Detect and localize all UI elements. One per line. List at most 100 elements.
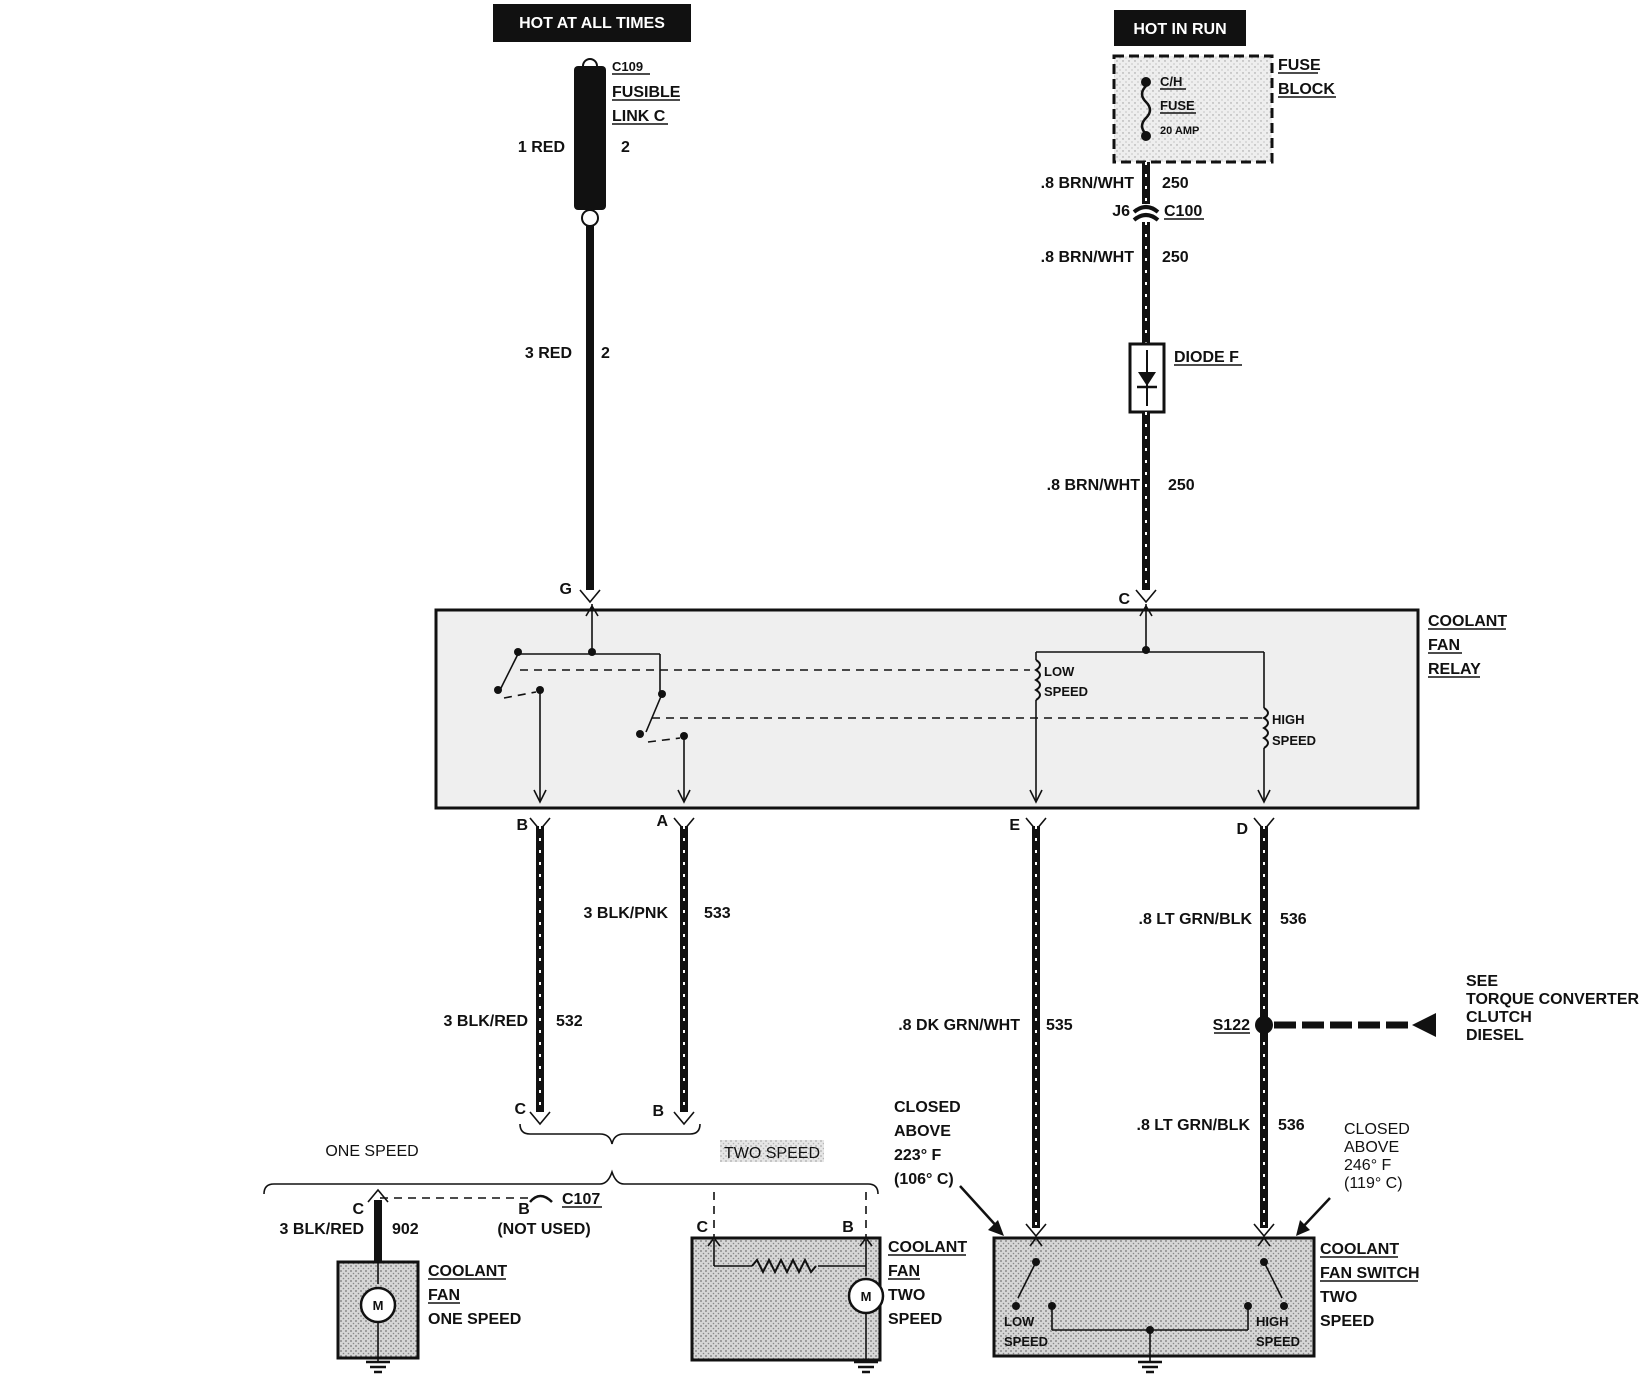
switch-low-1: LOW [1004, 1314, 1035, 1329]
relay-pin-e: E [1009, 817, 1020, 834]
diode-icon [1138, 372, 1156, 386]
relay-pin-a: A [656, 813, 668, 830]
wire-circuit-532: 3 BLK/RED 532 C [444, 826, 583, 1126]
one-speed-pin-c: C [352, 1201, 364, 1218]
wire-2-size: 3 RED [525, 345, 572, 362]
two-speed-pin-c: C [696, 1219, 708, 1236]
relay-a-pin-b: B [652, 1103, 664, 1120]
resistor-icon [751, 1257, 817, 1275]
wire-533-size: 3 BLK/PNK [584, 905, 669, 922]
hot-at-all-times-label: HOT AT ALL TIMES [519, 15, 665, 32]
one-speed-fan-label-1: COOLANT [428, 1263, 507, 1280]
two-speed-label: TWO SPEED [724, 1145, 820, 1162]
two-speed-motor-label: M [861, 1289, 872, 1304]
motor-label: M [373, 1298, 384, 1313]
two-speed-fan-label-1: COOLANT [888, 1239, 967, 1256]
relay-label-3: RELAY [1428, 661, 1481, 678]
hot-in-run-banner: HOT IN RUN [1114, 10, 1246, 46]
wire-circuit-533: 3 BLK/PNK 533 B [584, 826, 731, 1126]
fan-switch-label-2: FAN SWITCH [1320, 1265, 1420, 1282]
fusible-link-c: C109 FUSIBLE LINK C 1 RED 2 [518, 58, 681, 227]
switch-low-2: SPEED [1004, 1334, 1048, 1349]
high-speed-coil-icon [1262, 707, 1269, 749]
fuse-name-1: C/H [1160, 74, 1182, 89]
splice-s122-label: S122 [1213, 1017, 1250, 1034]
switch-high-2: SPEED [1256, 1334, 1300, 1349]
hot-at-all-times-banner: HOT AT ALL TIMES [493, 4, 691, 42]
wire-536-size-1: .8 LT GRN/BLK [1139, 911, 1253, 928]
see-reference: SEE TORQUE CONVERTER CLUTCH DIESEL [1466, 973, 1640, 1044]
fusible-link-wire-size: 1 RED [518, 139, 565, 156]
wire-533-circuit: 533 [704, 905, 731, 922]
not-used-label: (NOT USED) [497, 1221, 590, 1238]
fusible-link-connector: C109 [612, 59, 643, 74]
fan-switch-label-1: COOLANT [1320, 1241, 1399, 1258]
fusible-link-body [574, 66, 606, 210]
closed-low-4: (106° C) [894, 1171, 954, 1188]
fusible-link-wire-circuit: 2 [621, 139, 630, 156]
see-ref-1: SEE [1466, 973, 1498, 990]
coolant-fan-one-speed: C B C107 (NOT USED) 3 BLK/RED 902 M COOL… [280, 1188, 602, 1374]
one-speed-label: ONE SPEED [325, 1143, 418, 1160]
relay-label-1: COOLANT [1428, 613, 1507, 630]
wire-536-size-2: .8 LT GRN/BLK [1137, 1117, 1251, 1134]
wire-circuit-2: 3 RED 2 [525, 226, 610, 604]
fuse-element-icon [1140, 85, 1152, 135]
diode-label: DIODE F [1174, 349, 1239, 366]
fusible-link-label-2: LINK C [612, 108, 666, 125]
wire-circuit-536: .8 LT GRN/BLK 536 .8 LT GRN/BLK 536 S122 [1137, 826, 1436, 1238]
wire-circuit-250: .8 BRN/WHT 250 J6 C100 .8 BRN/WHT 250 DI… [1041, 162, 1242, 604]
relay-low-label-1: LOW [1044, 664, 1075, 679]
fuse-block: C/H FUSE 20 AMP FUSE BLOCK [1112, 54, 1336, 164]
wire-536-circuit-2: 536 [1278, 1117, 1305, 1134]
coolant-fan-relay: G C LOW SPEED [434, 581, 1507, 810]
fan-switch-label-4: SPEED [1320, 1313, 1374, 1330]
relay-label-2: FAN [1428, 637, 1460, 654]
diode-f: DIODE F [1128, 342, 1242, 414]
arrow-icon [1296, 1220, 1310, 1236]
wire-250-1-circuit: 250 [1162, 175, 1189, 192]
variant-brackets: ONE SPEED TWO SPEED [263, 1123, 879, 1195]
connector-c100-icon [1132, 205, 1160, 214]
relay-high-label-1: HIGH [1272, 712, 1305, 727]
closed-low-3: 223° F [894, 1147, 942, 1164]
wire-902-circuit: 902 [392, 1221, 419, 1238]
two-speed-fan-label-2: FAN [888, 1263, 920, 1280]
two-speed-pin-b: B [842, 1219, 854, 1236]
one-speed-fan-label-2: FAN [428, 1287, 460, 1304]
wire-2-circuit: 2 [601, 345, 610, 362]
ground-icon [1138, 1360, 1162, 1374]
relay-pin-b: B [516, 817, 528, 834]
wire-250-2-circuit: 250 [1162, 249, 1189, 266]
ground-icon [366, 1360, 390, 1374]
see-reference-arrow-icon [1412, 1013, 1436, 1037]
wire-535-size: .8 DK GRN/WHT [898, 1017, 1020, 1034]
fuse-block-label-1: FUSE [1278, 57, 1321, 74]
one-speed-fan-label-3: ONE SPEED [428, 1311, 521, 1328]
closed-high-4: (119° C) [1344, 1175, 1403, 1192]
ground-icon [854, 1360, 878, 1374]
closed-high-1: CLOSED [1344, 1121, 1410, 1138]
wire-250-2-size: .8 BRN/WHT [1041, 249, 1135, 266]
hot-in-run-label: HOT IN RUN [1133, 21, 1226, 38]
wire-535-circuit: 535 [1046, 1017, 1073, 1034]
wire-532-size: 3 BLK/RED [444, 1013, 528, 1030]
two-speed-fan-label-3: TWO [888, 1287, 925, 1304]
coolant-fan-two-speed: C B M COOLANT FAN TWO SPEED [690, 1192, 967, 1374]
coolant-fan-switch: CLOSED ABOVE 223° F (106° C) CLOSED ABOV… [894, 1099, 1420, 1374]
arrow-icon [988, 1220, 1004, 1236]
relay-pin-c: C [1118, 591, 1130, 608]
c100-label: C100 [1164, 203, 1202, 220]
splice-s122-icon [1255, 1016, 1273, 1034]
fusible-link-label-1: FUSIBLE [612, 84, 681, 101]
wire-circuit-535: .8 DK GRN/WHT 535 [898, 826, 1073, 1238]
c107-label: C107 [562, 1191, 600, 1208]
wire-902-size: 3 BLK/RED [280, 1221, 364, 1238]
closed-low-2: ABOVE [894, 1123, 951, 1140]
wire-250-1-size: .8 BRN/WHT [1041, 175, 1135, 192]
wire-250-3-size: .8 BRN/WHT [1047, 477, 1141, 494]
one-speed-pin-b: B [518, 1201, 530, 1218]
relay-high-label-2: SPEED [1272, 733, 1316, 748]
c100-pin: J6 [1112, 203, 1130, 220]
